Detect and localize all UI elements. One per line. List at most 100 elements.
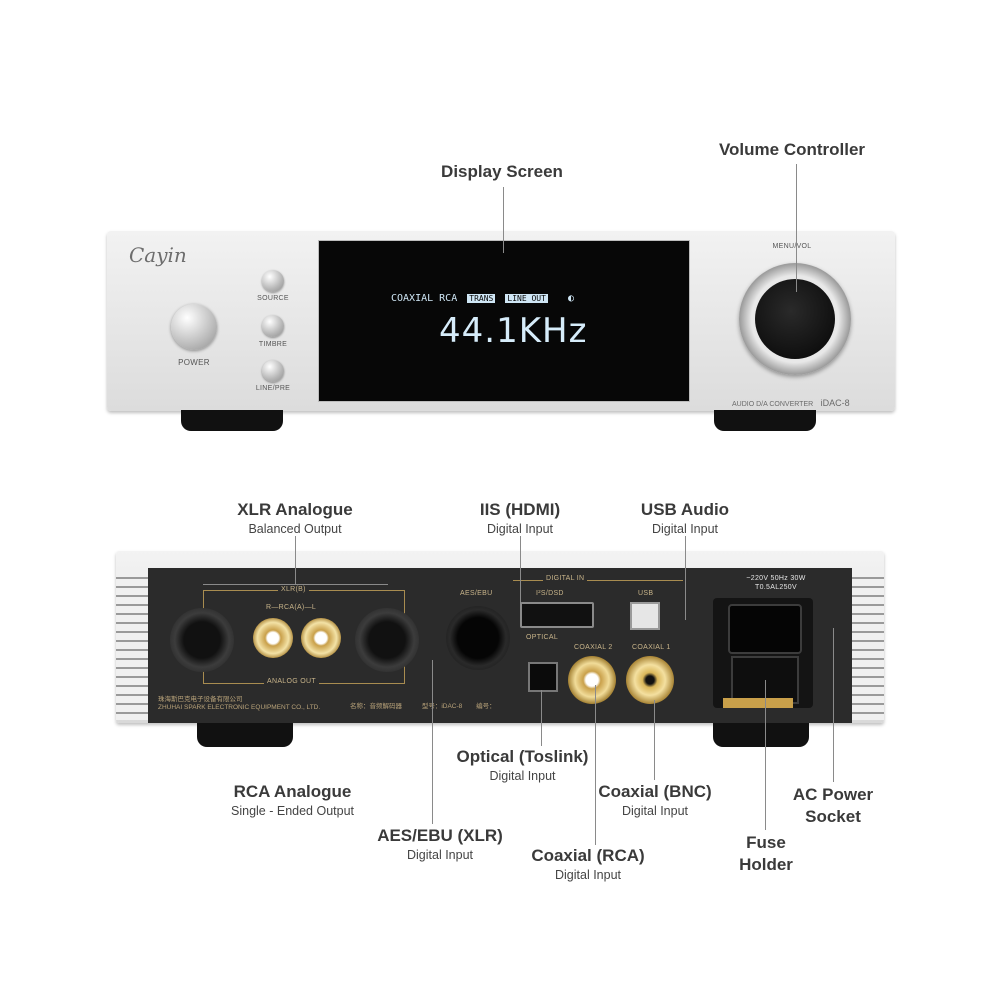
callout-coaxial-bnc: Coaxial (BNC) Digital Input: [585, 782, 725, 818]
callout-line-volume: [796, 164, 797, 292]
volume-knob[interactable]: [739, 263, 851, 375]
callout-coaxrca-sub: Digital Input: [554, 868, 621, 882]
callout-coaxial-rca: Coaxial (RCA) Digital Input: [518, 846, 658, 882]
callout-ac-power: AC Power Socket: [792, 785, 874, 826]
front-panel: Cayin POWER SOURCE TIMBRE LINE/PRE COAXI…: [107, 231, 895, 411]
front-foot-right: [714, 410, 816, 431]
display-source: COAXIAL RCA: [391, 293, 458, 304]
display-lineout-badge: LINE OUT: [505, 294, 548, 303]
knob-label: MENU/VOL: [772, 243, 812, 250]
speaker-icon: ◐: [567, 293, 574, 304]
callout-optical-title: Optical (Toslink): [456, 747, 589, 766]
usb-b-input[interactable]: [630, 602, 660, 630]
power-label: POWER: [178, 358, 210, 367]
callout-line-usb: [685, 536, 686, 620]
callout-coaxrca-title: Coaxial (RCA): [531, 846, 645, 865]
callout-line-optical: [541, 690, 542, 746]
maker-cn: 珠海斯巴克电子设备有限公司: [158, 696, 243, 703]
model-cn: 型号：iDAC-8: [421, 703, 463, 710]
coaxial2-label: COAXIAL 2: [574, 644, 613, 651]
callout-optical-sub: Digital Input: [489, 769, 556, 783]
power-button[interactable]: [171, 304, 217, 350]
callout-line-iis: [520, 536, 521, 616]
callout-usb-title: USB Audio: [640, 500, 730, 519]
callout-xlr-title: XLR Analogue: [237, 500, 353, 519]
front-foot-left: [181, 410, 283, 431]
digital-in-frame: [513, 580, 683, 639]
callout-xlr-analogue: XLR Analogue Balanced Output: [200, 500, 390, 536]
callout-usb-sub: Digital Input: [651, 522, 718, 536]
rear-foot-right: [713, 723, 809, 747]
digital-in-label: DIGITAL IN: [543, 575, 588, 582]
power-rating-text: ~220V 50Hz 30W: [746, 575, 806, 582]
model-text: AUDIO D/A CONVERTER: [732, 401, 814, 408]
xlr-output-left[interactable]: [355, 608, 419, 672]
callout-rca-sub: Single - Ended Output: [231, 804, 354, 818]
callout-usb-audio: USB Audio Digital Input: [610, 500, 760, 536]
callout-line-ac: [833, 628, 834, 782]
usb-label: USB: [638, 590, 654, 597]
xlr-b-label: XLR(B): [278, 586, 309, 593]
timbre-label: TIMBRE: [258, 341, 288, 348]
heatsink-left: [116, 570, 148, 720]
callout-aes-ebu: AES/EBU (XLR) Digital Input: [365, 826, 515, 862]
coaxial1-label: COAXIAL 1: [632, 644, 671, 651]
coaxial-rca-input[interactable]: [568, 656, 616, 704]
rca-a-label: R—RCA(A)—L: [266, 604, 317, 611]
product-info: 名称：音频解码器 型号：iDAC-8 编号：: [350, 700, 496, 710]
maker-info: 珠海斯巴克电子设备有限公司 ZHUHAI SPARK ELECTRONIC EQ…: [158, 696, 320, 712]
callout-aes-sub: Digital Input: [406, 848, 473, 862]
source-button[interactable]: [262, 270, 284, 292]
timbre-button[interactable]: [262, 315, 284, 337]
callout-line-bnc: [654, 700, 655, 780]
analog-out-label: ANALOG OUT: [264, 678, 319, 685]
rca-output-left[interactable]: [301, 618, 341, 658]
callout-iis-hdmi: IIS (HDMI) Digital Input: [440, 500, 600, 536]
i2s-dsd-label: I²S/DSD: [536, 590, 564, 597]
callout-fuse-holder: Fuse Holder: [739, 833, 793, 874]
display-screen: COAXIAL RCA TRANS LINE OUT ◐ 44.1KHz: [318, 240, 690, 402]
power-rating: ~220V 50Hz 30W T0.5AL250V: [736, 574, 816, 592]
fuse-rating-text: T0.5AL250V: [755, 584, 797, 591]
coaxial-bnc-input[interactable]: [626, 656, 674, 704]
number-cn: 编号：: [476, 703, 496, 710]
display-frequency: 44.1KHz: [439, 311, 588, 351]
line-pre-button[interactable]: [262, 360, 284, 382]
callout-aes-title: AES/EBU (XLR): [377, 826, 503, 845]
callout-iis-title: IIS (HDMI): [479, 500, 561, 519]
maker-en: ZHUHAI SPARK ELECTRONIC EQUIPMENT CO., L…: [158, 704, 321, 711]
display-status-row: COAXIAL RCA TRANS LINE OUT ◐: [391, 293, 574, 304]
callout-optical: Optical (Toslink) Digital Input: [440, 747, 605, 783]
rear-panel: XLR(B) R—RCA(A)—L ANALOG OUT AES/EBU DIG…: [148, 568, 852, 723]
callout-display-screen: Display Screen: [441, 162, 563, 181]
callout-line-fuse: [765, 680, 766, 830]
heatsink-right: [852, 570, 884, 720]
source-label: SOURCE: [257, 295, 289, 302]
optical-label: OPTICAL: [526, 634, 559, 641]
aes-ebu-label: AES/EBU: [460, 590, 493, 597]
rear-foot-left: [197, 723, 293, 747]
brand-logo: Cayin: [129, 243, 187, 267]
ac-power-socket[interactable]: [728, 604, 802, 654]
optical-input[interactable]: [528, 662, 558, 692]
callout-volume-controller: Volume Controller: [718, 140, 866, 159]
callout-line-aes: [432, 660, 433, 824]
callout-xlr-sub: Balanced Output: [248, 522, 342, 536]
callout-bnc-title: Coaxial (BNC): [598, 782, 712, 801]
callout-line-display: [503, 187, 504, 253]
model-name: iDAC-8: [820, 398, 850, 408]
model-caption: AUDIO D/A CONVERTER iDAC-8: [732, 393, 850, 411]
callout-bnc-sub: Digital Input: [621, 804, 688, 818]
callout-line-coaxrca: [595, 685, 596, 845]
callout-line-xlr: [295, 536, 296, 584]
line-pre-label: LINE/PRE: [255, 385, 291, 392]
callout-iis-sub: Digital Input: [486, 522, 553, 536]
callout-line-xlr-h: [203, 584, 388, 585]
aes-ebu-input[interactable]: [446, 606, 510, 670]
rca-output-right[interactable]: [253, 618, 293, 658]
callout-rca-analogue: RCA Analogue Single - Ended Output: [200, 782, 385, 818]
callout-rca-title: RCA Analogue: [233, 782, 352, 801]
hdmi-i2s-input[interactable]: [520, 602, 594, 628]
volume-knob-cap[interactable]: [755, 279, 835, 359]
xlr-output-right[interactable]: [170, 608, 234, 672]
